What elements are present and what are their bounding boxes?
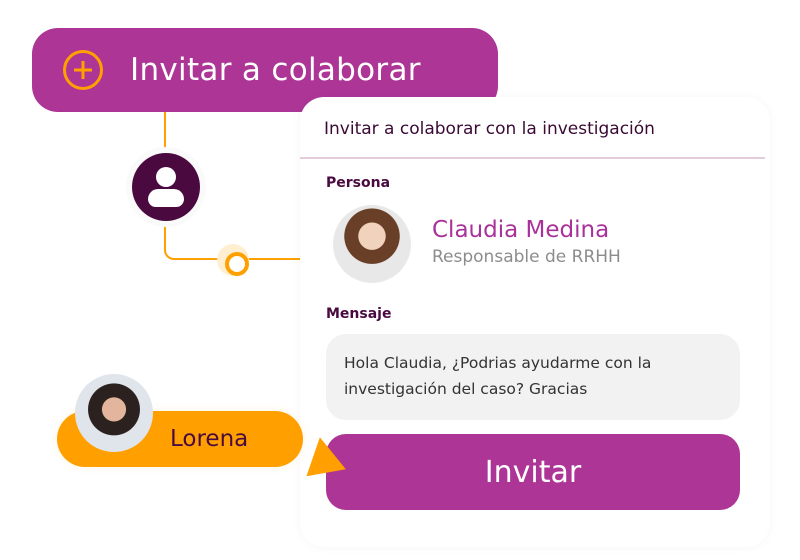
user-icon xyxy=(132,153,200,221)
user-avatar xyxy=(75,374,153,452)
invite-button[interactable]: Invitar xyxy=(326,434,740,510)
message-field[interactable]: Hola Claudia, ¿Podrias ayudarme con la i… xyxy=(326,334,740,420)
user-name: Lorena xyxy=(170,426,249,452)
cursor-pointer-icon xyxy=(300,433,346,477)
person-name: Claudia Medina xyxy=(432,217,610,243)
plus-circle-icon xyxy=(63,50,103,90)
dialog-title: Invitar a colaborar con la investigación xyxy=(324,119,655,139)
person-role: Responsable de RRHH xyxy=(432,247,621,267)
invite-collaborate-label: Invitar a colaborar xyxy=(130,52,421,88)
divider xyxy=(300,157,765,159)
person-label: Persona xyxy=(326,175,391,191)
connector-dot xyxy=(217,244,249,276)
message-label: Mensaje xyxy=(326,306,392,322)
person-avatar xyxy=(333,205,411,283)
invite-dialog: Invitar a colaborar con la investigación… xyxy=(300,97,770,547)
